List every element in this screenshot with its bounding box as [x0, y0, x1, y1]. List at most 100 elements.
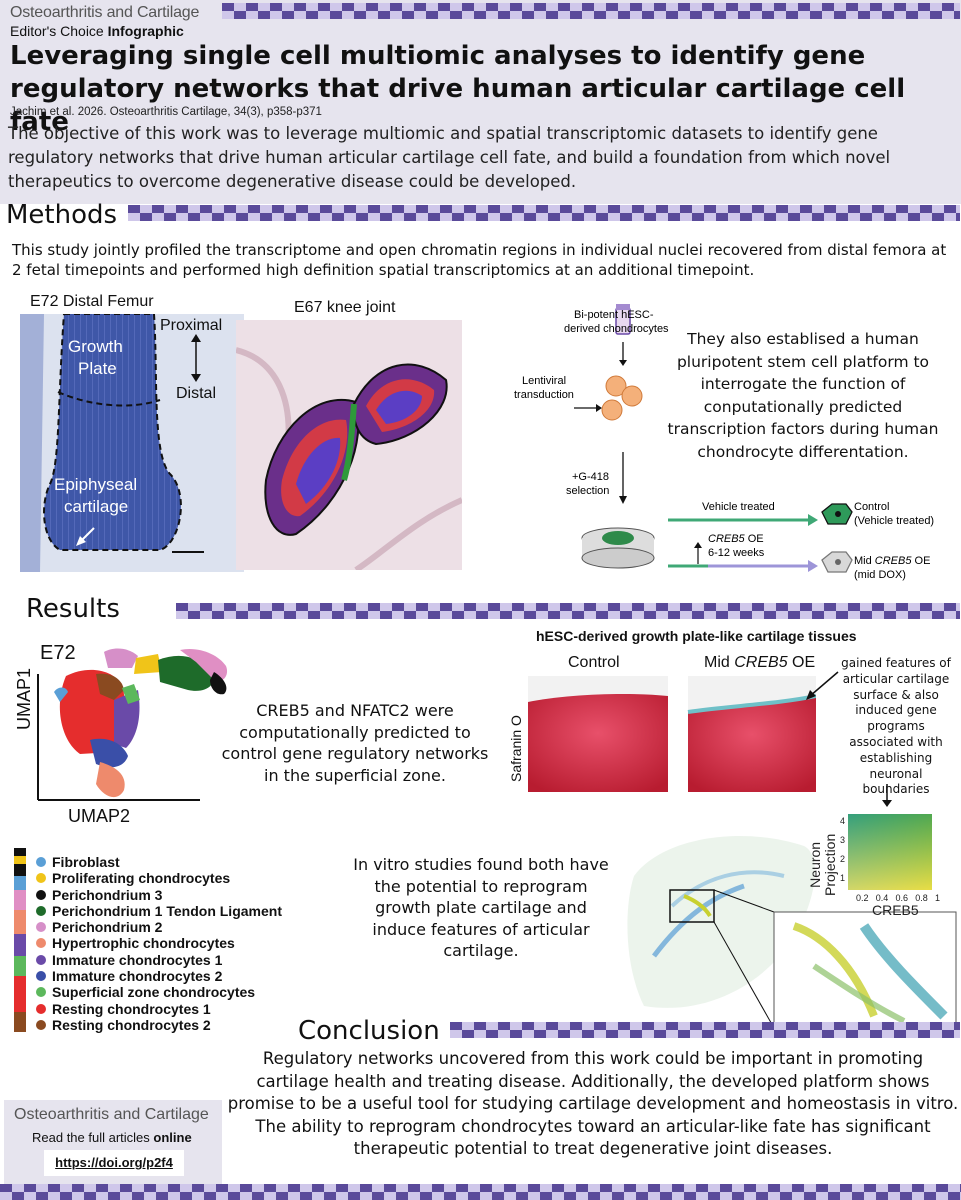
control-label-1: Control: [854, 501, 889, 513]
legend-dot: [36, 987, 46, 998]
hesc-control-label: Control: [568, 654, 620, 671]
proximal-label: Proximal: [160, 317, 222, 334]
safranin-images: [528, 676, 816, 792]
umap-plot: [37, 648, 228, 801]
legend-dot: [36, 971, 46, 982]
hesc-annotation: gained features of articular cartilage s…: [841, 656, 951, 797]
legend-dot: [36, 905, 46, 916]
umap-title: E72: [40, 642, 76, 664]
legend-item: Perichondrium 2: [36, 919, 356, 935]
doi-link[interactable]: https://doi.org/p2f4: [44, 1150, 184, 1176]
page-title: Leveraging single cell multiomic analyse…: [10, 41, 906, 137]
header-banner: Osteoarthritis and Cartilage Editor's Ch…: [0, 0, 961, 204]
legend-label: Resting chondrocytes 1: [52, 1000, 211, 1017]
legend-item: Resting chondrocytes 1: [36, 1001, 356, 1017]
umap-xlabel: UMAP2: [68, 806, 131, 826]
legend-label: Hypertrophic chondrocytes: [52, 935, 235, 952]
legend-label: Superficial zone chondrocytes: [52, 984, 256, 1001]
footer-read-text: Read the full articles online: [32, 1130, 192, 1145]
control-label-2: (Vehicle treated): [854, 515, 934, 527]
footer-checker-divider: [0, 1184, 961, 1200]
legend-item: Hypertrophic chondrocytes: [36, 935, 356, 951]
legend-label: Immature chondrocytes 2: [52, 968, 223, 985]
legend-dot: [36, 1019, 46, 1030]
conclusion-checker-divider: [450, 1022, 960, 1038]
invitro-text: In vitro studies found both have the pot…: [353, 855, 609, 961]
knee-title: E67 knee joint: [294, 299, 396, 316]
legend-dot: [36, 1003, 46, 1014]
legend-label: Proliferating chondrocytes: [52, 870, 231, 887]
hesc-title: hESC-derived growth plate-like cartilage…: [536, 628, 857, 644]
growth-plate-label-1: Growth: [68, 337, 123, 356]
legend-dot: [36, 938, 46, 949]
results-heading: Results: [26, 594, 120, 624]
legend-dot: [36, 857, 46, 867]
legend-item: Fibroblast: [36, 854, 356, 870]
results-checker-divider: [176, 603, 960, 619]
weeks-label: 6-12 weeks: [708, 547, 765, 559]
methods-checker-divider: [128, 205, 960, 221]
cells-label-2: derived chondrocytes: [564, 323, 669, 335]
annotation-arrow: [806, 671, 839, 700]
legend-label: Perichondrium 2: [52, 919, 163, 936]
hesc-mid-label: Mid CREB5 OE: [704, 654, 816, 671]
footer-box: Osteoarthritis and Cartilage Read the fu…: [4, 1100, 222, 1184]
spatial-xlabel: CREB5: [872, 902, 919, 918]
creb5-oe-label: CREB5 OE: [708, 533, 764, 545]
conclusion-heading: Conclusion: [298, 1016, 440, 1046]
annotation-down-arrow: [882, 784, 892, 807]
legend-dot: [36, 954, 46, 965]
legend-item: Perichondrium 1 Tendon Ligament: [36, 903, 356, 919]
creb5-text: CREB5 and NFATC2 were computationally pr…: [221, 701, 489, 785]
legend-label: Perichondrium 1 Tendon Ligament: [52, 902, 282, 919]
umap-ylabel: UMAP1: [14, 667, 34, 730]
epiphyseal-label-2: cartilage: [64, 497, 128, 516]
legend-item: Perichondrium 3: [36, 887, 356, 903]
legend-item: Superficial zone chondrocytes: [36, 984, 356, 1000]
objective-text: The objective of this work was to levera…: [8, 124, 891, 191]
safranin-label: Safranin O: [508, 715, 524, 782]
lenti-label-2: transduction: [514, 389, 574, 401]
infographic-subtitle: Editor's Choice Infographic: [10, 23, 184, 39]
femur-title: E72 Distal Femur: [30, 293, 154, 310]
legend-item: Resting chondrocytes 2: [36, 1017, 356, 1033]
footer-journal-name: Osteoarthritis and Cartilage: [14, 1106, 209, 1123]
vehicle-label: Vehicle treated: [702, 501, 775, 513]
legend-item: Immature chondrocytes 1: [36, 952, 356, 968]
conclusion-text: Regulatory networks uncovered from this …: [227, 1049, 959, 1158]
methods-heading: Methods: [6, 200, 118, 230]
growth-plate-label-2: Plate: [78, 359, 117, 378]
legend-label: Fibroblast: [52, 854, 120, 870]
cells-label-1: Bi-potent hESC-: [574, 309, 654, 321]
epiphyseal-label-1: Epiphyseal: [54, 475, 137, 494]
legend-label: Immature chondrocytes 1: [52, 951, 223, 968]
legend-dot: [36, 873, 46, 884]
platform-text: They also establised a human pluripotent…: [667, 330, 939, 461]
legend-item: Immature chondrocytes 2: [36, 968, 356, 984]
femur-image: Growth Plate Epiphyseal cartilage Proxim…: [20, 314, 244, 572]
methods-text: This study jointly profiled the transcri…: [12, 241, 947, 279]
distal-label: Distal: [176, 385, 216, 402]
lenti-label-1: Lentiviral: [522, 375, 566, 387]
legend-label: Resting chondrocytes 2: [52, 1016, 211, 1033]
knee-joint-image: [236, 320, 462, 570]
legend-dot: [36, 889, 46, 900]
color-legend-square: [848, 814, 932, 890]
legend-label: Perichondrium 3: [52, 886, 163, 903]
selection-label-1: +G-418: [572, 471, 609, 483]
spatial-map: [624, 816, 960, 1030]
legend-item: Proliferating chondrocytes: [36, 870, 356, 886]
journal-name: Osteoarthritis and Cartilage: [10, 4, 200, 21]
citation: Jachim et al. 2026. Osteoarthritis Carti…: [10, 106, 322, 118]
legend-color-bar: [14, 848, 26, 1032]
mid-oe-label-1: Mid CREB5 OE: [854, 555, 930, 567]
header-checker-divider: [222, 3, 960, 19]
selection-label-2: selection: [566, 485, 609, 497]
workflow-diagram: Bi-potent hESC- derived chondrocytes Len…: [514, 304, 934, 581]
legend-dot: [36, 922, 46, 933]
mid-oe-label-2: (mid DOX): [854, 569, 906, 581]
